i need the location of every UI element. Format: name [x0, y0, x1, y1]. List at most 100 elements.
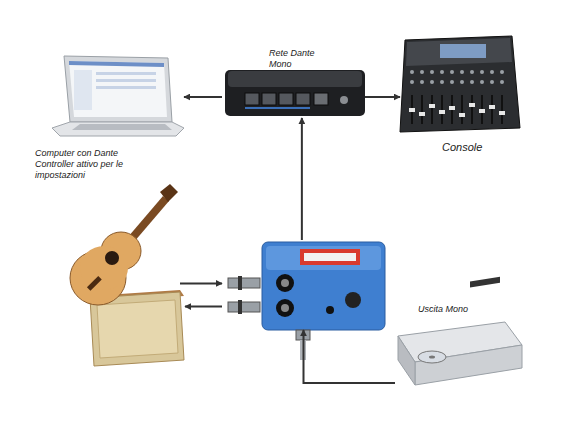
signal-arrow — [304, 330, 396, 383]
mixing-console-illustration — [460, 70, 464, 74]
mixing-console-illustration — [499, 111, 505, 115]
mixing-console-illustration — [500, 70, 504, 74]
laptop-illustration — [69, 61, 167, 117]
mixing-console-illustration — [410, 70, 504, 84]
mixing-console-illustration — [459, 113, 465, 117]
laptop-illustration — [96, 86, 156, 89]
network-switch-illustration — [228, 71, 362, 87]
mixing-console-illustration — [420, 70, 424, 74]
network-switch-node: Rete Dante Mono — [222, 68, 365, 118]
node-caption: Rete Dante Mono — [269, 48, 325, 70]
mixing-console-illustration — [409, 103, 505, 117]
di-box-illustration — [281, 304, 289, 312]
laptop-illustration — [96, 72, 156, 75]
mixing-console-illustration — [450, 70, 454, 74]
signal-arrow — [365, 96, 400, 98]
di-box-node — [222, 240, 385, 330]
cd-player-illustration — [418, 351, 446, 363]
di-box-illustration — [345, 292, 361, 308]
mixing-console-illustration — [470, 70, 474, 74]
mixing-console-illustration — [400, 36, 520, 132]
network-switch-illustration — [340, 96, 348, 104]
network-switch-illustration — [279, 93, 293, 105]
mixing-console-illustration — [430, 70, 434, 74]
mixing-console-illustration — [419, 112, 425, 116]
mixing-console-illustration — [471, 95, 473, 124]
amplifier-illustration — [97, 300, 178, 358]
network-switch-illustration — [314, 93, 328, 105]
laptop-illustration — [52, 56, 184, 136]
cd-player-illustration — [429, 356, 435, 359]
di-box-illustration — [238, 276, 242, 290]
laptop-illustration — [52, 122, 184, 136]
cd-player-node: Uscita Mono — [395, 320, 522, 385]
mixing-console-illustration — [410, 80, 414, 84]
di-box-illustration — [276, 274, 294, 292]
mixing-console-illustration — [449, 106, 455, 110]
mixing-console-illustration — [440, 80, 444, 84]
mixing-console-illustration — [490, 70, 494, 74]
cd-player-illustration — [470, 277, 500, 288]
di-box-illustration — [266, 246, 381, 270]
mixing-console-illustration — [450, 80, 454, 84]
di-box-illustration — [228, 278, 260, 288]
acoustic-guitar-illustration — [87, 276, 102, 291]
mixing-console-illustration — [491, 95, 493, 124]
mixing-console-illustration — [460, 80, 464, 84]
mixing-console-illustration — [400, 36, 520, 132]
node-caption: Computer con Dante Controller attivo per… — [35, 148, 147, 181]
cd-player-illustration — [398, 277, 522, 385]
mixing-console-illustration — [439, 110, 445, 114]
di-box-illustration — [228, 302, 260, 312]
network-switch-illustration — [225, 70, 365, 116]
mixing-console-illustration — [409, 108, 415, 112]
di-box-illustration — [276, 299, 294, 317]
di-box-illustration — [281, 279, 289, 287]
laptop-node: Computer con Dante Controller attivo per… — [50, 55, 184, 137]
mixing-console-illustration — [412, 95, 502, 124]
mixing-console-illustration — [470, 80, 474, 84]
mixing-console-illustration — [421, 95, 423, 124]
network-switch-illustration — [262, 93, 276, 105]
mixing-console-illustration — [420, 80, 424, 84]
network-switch-illustration — [225, 70, 365, 116]
acoustic-guitar-illustration — [80, 246, 128, 290]
signal-arrow — [180, 282, 222, 284]
mixing-console-illustration — [430, 80, 434, 84]
amplifier-node — [88, 290, 185, 366]
signal-arrow — [185, 306, 222, 308]
di-box-illustration — [262, 242, 385, 330]
signal-arrow — [301, 118, 303, 240]
cd-player-illustration — [415, 345, 522, 385]
acoustic-guitar-illustration — [160, 184, 178, 202]
mixing-console-illustration — [429, 104, 435, 108]
mixing-console-illustration — [440, 44, 486, 58]
di-box-illustration — [238, 300, 242, 314]
mixing-console-illustration — [480, 80, 484, 84]
laptop-illustration — [69, 61, 164, 67]
mixing-console-illustration — [489, 105, 495, 109]
di-box-illustration — [296, 330, 310, 340]
console-node: Console — [400, 35, 520, 135]
mixing-console-illustration — [441, 95, 443, 124]
mixing-console-illustration — [431, 95, 433, 124]
di-box-illustration — [300, 249, 360, 265]
laptop-illustration — [96, 79, 156, 82]
di-box-illustration — [326, 306, 334, 314]
di-box-illustration — [228, 242, 385, 360]
mixing-console-illustration — [500, 80, 504, 84]
mixing-console-illustration — [440, 70, 444, 74]
di-box-illustration — [300, 340, 306, 360]
mixing-console-illustration — [461, 95, 463, 124]
laptop-illustration — [74, 70, 92, 110]
signal-arrow — [184, 96, 222, 98]
mixing-console-illustration — [410, 70, 414, 74]
mixing-console-illustration — [469, 103, 475, 107]
acoustic-guitar-illustration — [70, 184, 178, 305]
di-box-illustration — [304, 253, 356, 261]
mixing-console-illustration — [406, 38, 512, 66]
laptop-illustration — [72, 124, 172, 130]
network-switch-illustration — [245, 93, 259, 105]
mixing-console-illustration — [490, 80, 494, 84]
